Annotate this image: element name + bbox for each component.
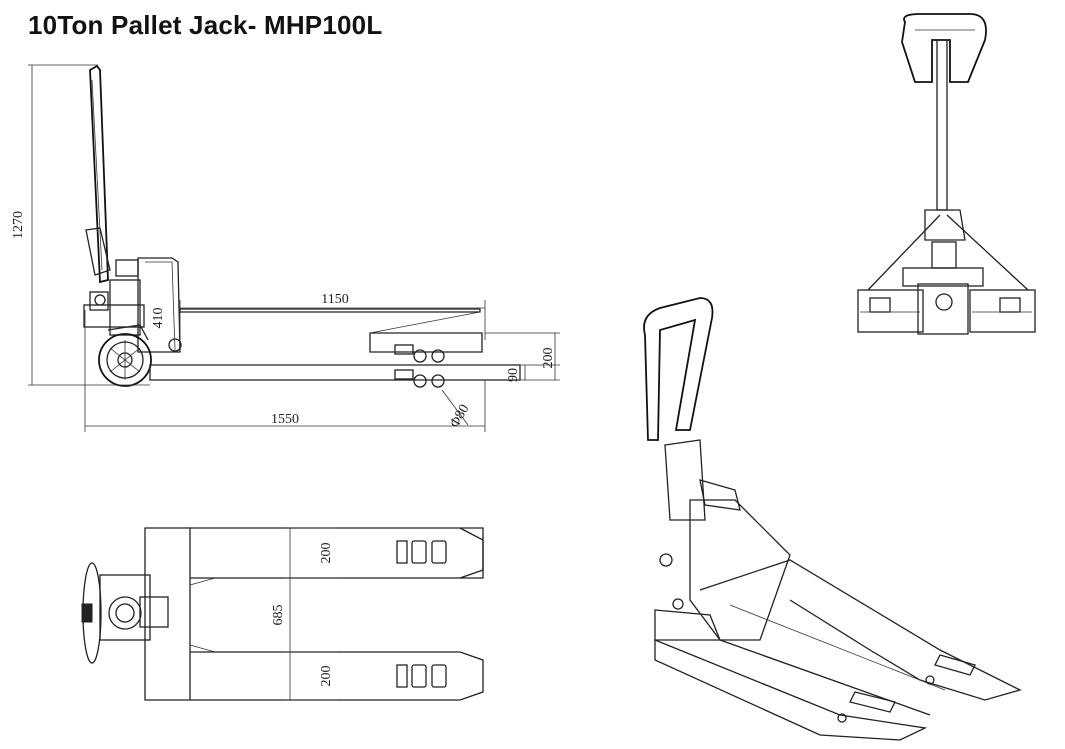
- dim-fork-width-lower-label: 200: [319, 666, 334, 687]
- dim-fork-max-label: 200: [541, 348, 556, 369]
- top-view: 200 685 200: [81, 527, 484, 701]
- side-view: 1270 410 1150 200 90 1550 Φ80: [11, 64, 560, 432]
- side-steer-wheel: [98, 333, 152, 387]
- front-view: [857, 13, 1036, 335]
- dim-lift-label: 410: [151, 308, 166, 329]
- isometric-view: [643, 297, 1022, 741]
- dim-fork-min-label: 90: [506, 368, 521, 382]
- side-dimensions: [28, 64, 560, 432]
- page-title: 10Ton Pallet Jack- MHP100L: [28, 10, 383, 40]
- dim-height-label: 1270: [11, 211, 26, 239]
- dim-fork-width-upper-label: 200: [319, 543, 334, 564]
- dim-between-forks-label: 685: [271, 605, 286, 626]
- dim-overall-length-label: 1550: [271, 412, 299, 427]
- dim-fork-length-label: 1150: [321, 292, 348, 307]
- side-chassis: [83, 257, 182, 353]
- side-forks: [149, 308, 521, 388]
- side-handle: [85, 64, 111, 284]
